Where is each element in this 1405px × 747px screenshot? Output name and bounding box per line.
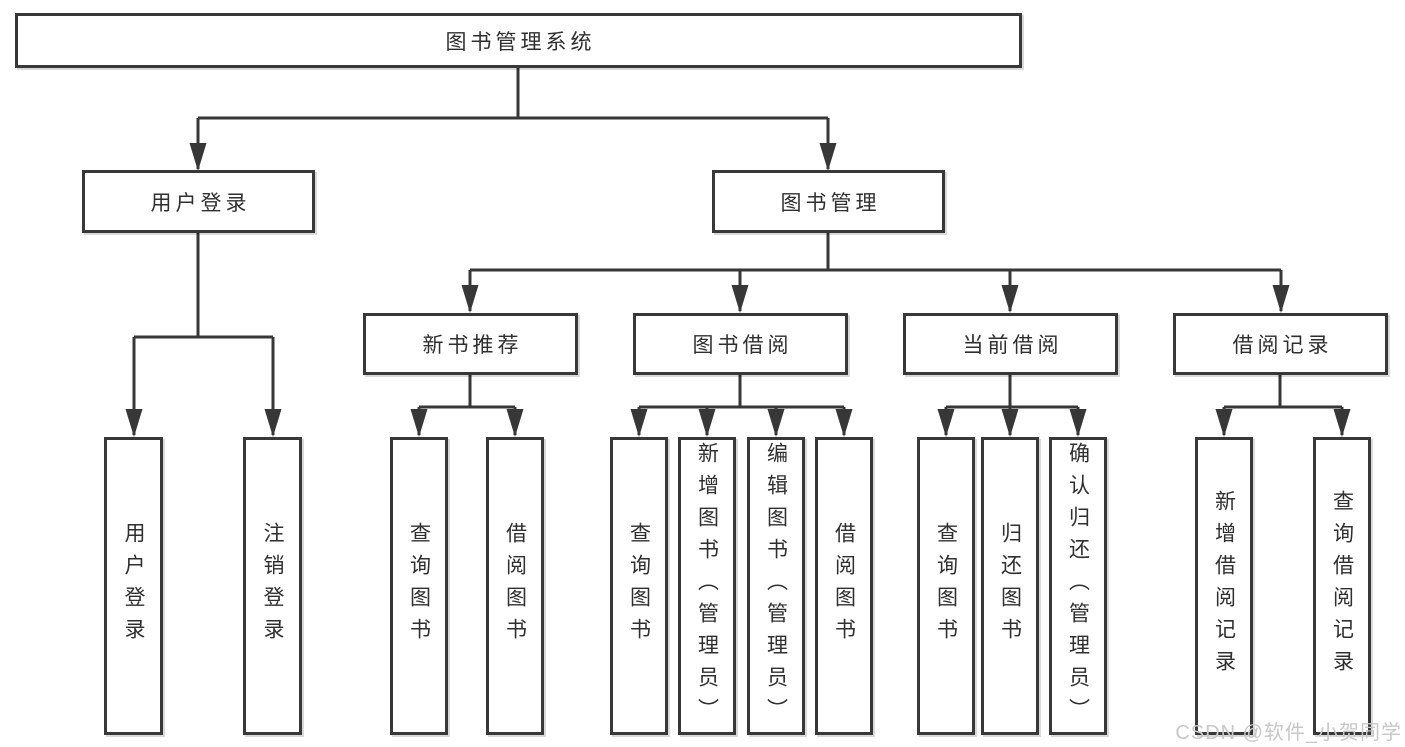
node-new-book-recommend: 新书推荐 <box>363 313 578 375</box>
leaf-bb-add-books-admin-label: 新增图书（管理员） <box>695 442 719 730</box>
node-current-borrowing-label: 当前借阅 <box>962 334 1063 357</box>
leaf-bb-edit-books-admin: 编辑图书（管理员） <box>747 437 805 735</box>
leaf-bb-add-books-admin: 新增图书（管理员） <box>678 437 736 735</box>
node-new-book-recommend-label: 新书推荐 <box>422 334 523 357</box>
csdn-watermark: CSDN @软件_小贺同学 <box>1175 722 1402 744</box>
leaf-bb-borrow-books-label: 借阅图书 <box>832 522 856 650</box>
node-book-borrowing-label: 图书借阅 <box>692 334 793 357</box>
leaf-nb-borrow-books: 借阅图书 <box>486 437 544 735</box>
leaf-cb-return-books-label: 归还图书 <box>998 522 1022 650</box>
leaf-bb-query-books: 查询图书 <box>610 437 668 735</box>
leaf-user-login-label: 用户登录 <box>122 522 145 650</box>
leaf-nb-borrow-books-label: 借阅图书 <box>503 522 527 650</box>
leaf-br-query-record: 查询借阅记录 <box>1313 437 1371 735</box>
leaf-cb-confirm-return-admin-label: 确认归还（管理员） <box>1066 442 1090 730</box>
node-book-borrowing: 图书借阅 <box>633 313 848 375</box>
leaf-br-query-record-label: 查询借阅记录 <box>1330 490 1354 682</box>
leaf-cb-query-books: 查询图书 <box>917 437 975 735</box>
node-root-label: 图书管理系统 <box>445 30 596 54</box>
leaf-bb-borrow-books: 借阅图书 <box>815 437 873 735</box>
node-root: 图书管理系统 <box>15 13 1022 68</box>
leaf-br-add-record-label: 新增借阅记录 <box>1212 490 1236 682</box>
leaf-cb-return-books: 归还图书 <box>981 437 1039 735</box>
leaf-logout-label: 注销登录 <box>261 522 284 650</box>
leaf-logout: 注销登录 <box>243 437 302 735</box>
leaf-bb-edit-books-admin-label: 编辑图书（管理员） <box>764 442 788 730</box>
node-borrowing-records-label: 借阅记录 <box>1232 334 1333 357</box>
node-book-management-label: 图书管理 <box>780 191 881 215</box>
node-book-management: 图书管理 <box>712 170 945 233</box>
leaf-cb-confirm-return-admin: 确认归还（管理员） <box>1049 437 1107 735</box>
leaf-nb-query-books: 查询图书 <box>390 437 448 735</box>
leaf-user-login: 用户登录 <box>104 437 163 735</box>
node-borrowing-records: 借阅记录 <box>1173 313 1388 375</box>
leaf-br-add-record: 新增借阅记录 <box>1195 437 1253 735</box>
node-current-borrowing: 当前借阅 <box>903 313 1118 375</box>
node-user-login: 用户登录 <box>82 170 315 233</box>
leaf-bb-query-books-label: 查询图书 <box>627 522 651 650</box>
node-user-login-label: 用户登录 <box>150 191 251 215</box>
leaf-nb-query-books-label: 查询图书 <box>407 522 431 650</box>
leaf-cb-query-books-label: 查询图书 <box>934 522 958 650</box>
